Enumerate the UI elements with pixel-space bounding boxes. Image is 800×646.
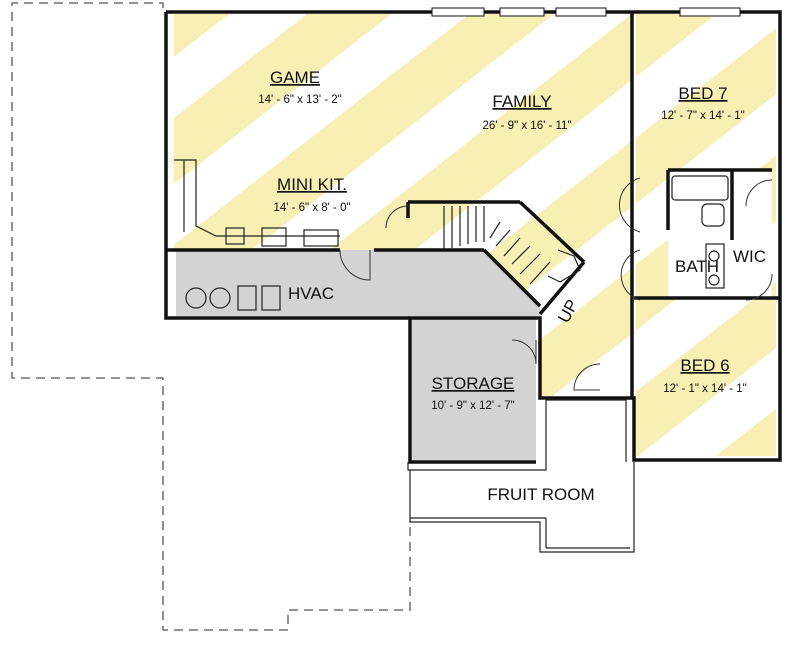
wic-label: WIC (733, 247, 766, 266)
dashed-outline (11, 2, 411, 631)
bath-fixtures (671, 175, 729, 289)
hvac-label: HVAC (288, 284, 334, 303)
family-room-dimensions: 26' - 9" x 16' - 11" (482, 120, 571, 132)
bed6-name: BED 6 (680, 356, 729, 375)
bath-label: BATH (675, 257, 719, 276)
mini-kitchen-name: MINI KIT. (277, 175, 347, 194)
hvac-equipment (185, 285, 281, 311)
bath-area (668, 170, 772, 298)
game-room-name: GAME (270, 68, 320, 87)
interior-walls (166, 159, 780, 316)
staircase (443, 206, 581, 285)
mini-kitchen-dimensions: 14' - 6" x 8' - 0" (273, 202, 350, 214)
fruit-room-label: FRUIT ROOM (487, 485, 594, 504)
doors (339, 177, 773, 391)
exterior-walls (164, 10, 782, 464)
bed6-dimensions: 12' - 1" x 14' - 1" (663, 383, 747, 395)
bed7-dimensions: 12' - 7" x 14' - 1" (661, 110, 745, 122)
fruit-room-walls (407, 399, 635, 553)
utility-area-fill (176, 250, 540, 460)
storage-name: STORAGE (432, 374, 515, 393)
game-room-dimensions: 14' - 6" x 13' - 2" (258, 94, 342, 106)
kitchen-counter (225, 227, 339, 247)
windows (431, 7, 741, 17)
family-room-name: FAMILY (492, 92, 551, 111)
bed7-name: BED 7 (678, 84, 727, 103)
storage-dimensions: 10' - 9" x 12' - 7" (431, 400, 515, 412)
